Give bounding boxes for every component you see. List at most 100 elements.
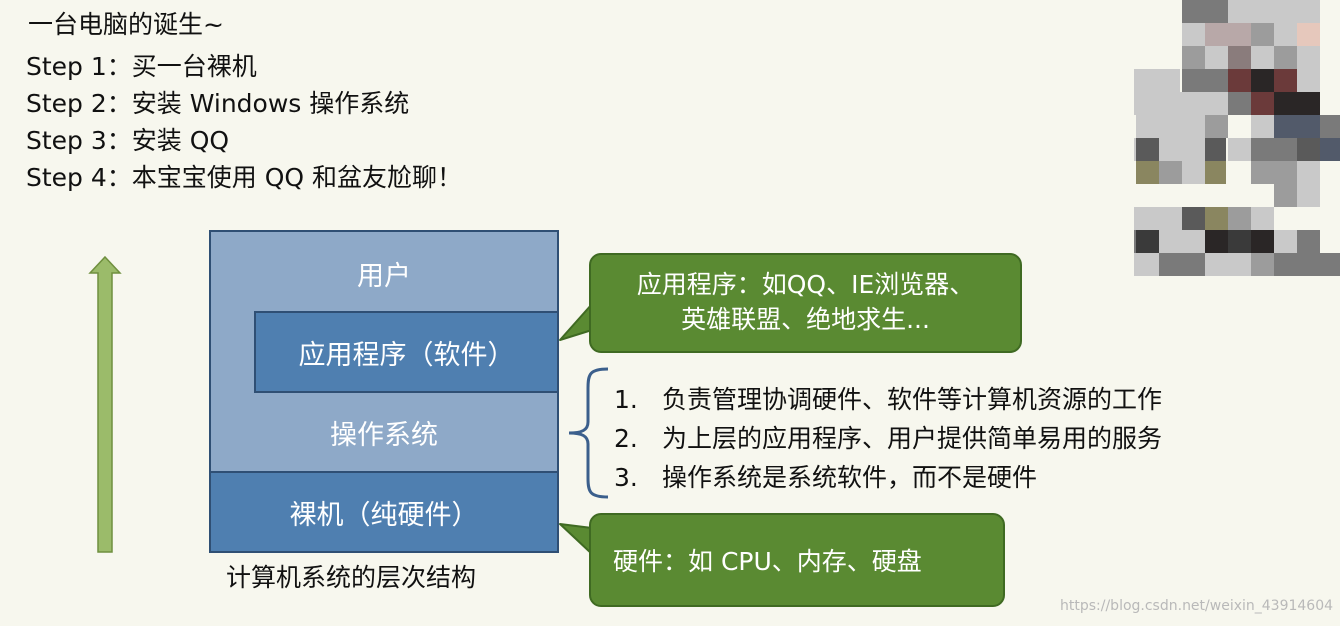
list-item-text: 为上层的应用程序、用户提供简单易用的服务 [662,424,1163,453]
pixelated-avatar-image [1134,0,1340,276]
avatar-pixel [1228,92,1251,115]
stack-caption: 计算机系统的层次结构 [226,563,477,592]
callout-hardware-text: 硬件：如 CPU、内存、硬盘 [613,547,922,576]
avatar-pixel [1182,0,1205,23]
steps-list: Step 1：买一台裸机 Step 2：安装 Windows 操作系统 Step… [26,48,462,196]
avatar-pixel [1159,253,1182,276]
avatar-pixel [1203,138,1226,161]
avatar-pixel [1228,230,1251,253]
layer-user-label: 用户 [357,261,411,292]
avatar-pixel [1320,138,1340,161]
avatar-pixel [1228,46,1251,69]
avatar-pixel [1182,253,1205,276]
avatar-pixel [1136,253,1159,276]
avatar-pixel [1159,230,1182,253]
avatar-pixel [1134,69,1157,92]
avatar-pixel [1182,23,1205,46]
avatar-pixel [1228,138,1251,161]
avatar-pixel [1320,115,1340,138]
avatar-pixel [1182,138,1205,161]
avatar-pixel [1251,207,1274,230]
callout-application-line: 英雄联盟、绝地求生... [681,305,930,334]
callout-hardware: 硬件：如 CPU、内存、硬盘 [589,513,1005,607]
avatar-pixel [1251,115,1274,138]
avatar-pixel [1251,23,1274,46]
avatar-pixel [1159,115,1182,138]
avatar-pixel [1274,115,1297,138]
step-item: Step 2：安装 Windows 操作系统 [26,89,410,118]
avatar-pixel [1297,0,1320,23]
layer-user-extension [211,311,254,393]
avatar-pixel [1251,253,1274,276]
avatar-pixel [1297,161,1320,184]
avatar-pixel [1159,92,1182,115]
avatar-pixel [1274,184,1297,207]
avatar-pixel [1297,46,1320,69]
avatar-pixel [1159,138,1182,161]
avatar-pixel [1251,92,1274,115]
avatar-pixel [1157,69,1180,92]
avatar-pixel [1274,161,1297,184]
avatar-pixel [1274,92,1297,115]
layer-user: 用户 [211,232,557,312]
step-item: Step 1：买一台裸机 [26,52,257,81]
avatar-pixel [1205,207,1228,230]
callout-application-line: 应用程序：如QQ、IE浏览器、 [636,270,975,299]
step-item: Step 3：安装 QQ [26,126,230,155]
slide-heading: 一台电脑的诞生~ [28,10,224,39]
avatar-pixel [1136,115,1159,138]
avatar-pixel [1297,69,1320,92]
list-item: 1. 负责管理协调硬件、软件等计算机资源的工作 [614,380,1162,419]
avatar-pixel [1297,23,1320,46]
avatar-pixel [1205,0,1228,23]
avatar-pixel [1297,115,1320,138]
up-arrow-icon [88,255,122,553]
avatar-pixel [1136,138,1159,161]
list-item-number: 1. [614,385,638,414]
list-item-number: 2. [614,424,638,453]
avatar-pixel [1274,230,1297,253]
avatar-pixel [1274,23,1297,46]
avatar-pixel [1159,161,1182,184]
list-item-text: 负责管理协调硬件、软件等计算机资源的工作 [662,385,1163,414]
avatar-pixel [1274,69,1297,92]
avatar-pixel [1297,184,1320,207]
avatar-pixel [1159,207,1182,230]
avatar-pixel [1182,207,1205,230]
avatar-pixel [1297,253,1320,276]
avatar-pixel [1274,253,1297,276]
avatar-pixel [1136,161,1159,184]
avatar-pixel [1251,138,1274,161]
list-item: 3.操作系统是系统软件，而不是硬件 [614,458,1162,497]
avatar-pixel [1205,92,1228,115]
avatar-pixel [1182,92,1205,115]
avatar-pixel [1205,253,1228,276]
avatar-pixel [1136,207,1159,230]
avatar-pixel [1320,253,1340,276]
layer-stack: 用户 应用程序（软件） 操作系统 裸机（纯硬件） [209,230,559,553]
watermark-text: https://blog.csdn.net/weixin_43914604 [1060,598,1334,614]
avatar-pixel [1297,138,1320,161]
avatar-pixel [1203,161,1226,184]
list-item-text: 操作系统是系统软件，而不是硬件 [662,463,1038,492]
callout-application: 应用程序：如QQ、IE浏览器、 英雄联盟、绝地求生... [589,253,1022,353]
layer-hardware-label: 裸机（纯硬件） [289,499,479,531]
avatar-pixel [1297,92,1320,115]
curly-brace-icon [568,367,609,499]
avatar-pixel [1205,69,1228,92]
avatar-pixel [1205,46,1228,69]
avatar-pixel [1182,230,1205,253]
avatar-pixel [1274,138,1297,161]
layer-operating-system-label: 操作系统 [330,419,438,451]
avatar-pixel [1182,161,1205,184]
avatar-pixel [1182,46,1205,69]
avatar-pixel [1182,115,1205,138]
step-item: Step 4：本宝宝使用 QQ 和盆友尬聊！ [26,163,463,192]
avatar-pixel [1228,253,1251,276]
avatar-pixel [1134,92,1157,115]
avatar-pixel [1274,0,1297,23]
layer-operating-system: 操作系统 [211,393,557,473]
avatar-pixel [1251,46,1274,69]
avatar-pixel [1297,230,1320,253]
avatar-pixel [1251,0,1274,23]
